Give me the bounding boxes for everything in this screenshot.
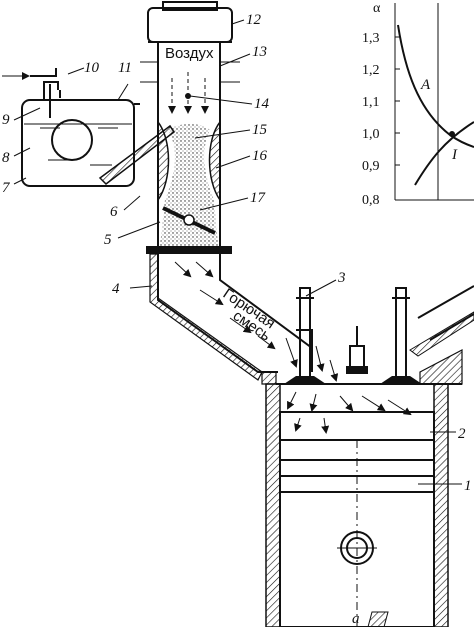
leader-16 xyxy=(215,155,251,169)
leader-9 xyxy=(13,107,41,121)
part-label-5: 5 xyxy=(104,232,112,248)
curve-label-A: A xyxy=(420,77,431,93)
carburetor-tube: Воздух xyxy=(140,42,240,254)
leader-13 xyxy=(219,53,251,67)
float xyxy=(51,119,93,161)
fuel-spray xyxy=(160,124,218,246)
subfigure-label: а xyxy=(352,611,360,627)
part-label-2: 2 xyxy=(458,426,466,442)
part-label-15: 15 xyxy=(252,122,268,138)
air-label: Воздух xyxy=(165,45,214,62)
leader-6 xyxy=(123,195,141,211)
curve-label-I: I xyxy=(451,147,458,163)
tick-label: 1,0 xyxy=(362,127,380,142)
float-chamber-body xyxy=(21,99,135,187)
leader-17 xyxy=(199,197,249,211)
leader-5 xyxy=(117,221,161,239)
fuel-inlet xyxy=(30,68,57,77)
part-label-4: 4 xyxy=(112,281,120,297)
part-labels: 1 2 3 4 5 6 7 8 9 10 11 12 13 14 15 16 1… xyxy=(2,12,472,494)
part-label-9: 9 xyxy=(2,112,10,128)
part-label-16: 16 xyxy=(252,148,268,164)
air-filter-cap xyxy=(147,7,233,43)
cylinder-head xyxy=(261,285,474,385)
exhaust-valve-stem xyxy=(395,287,407,381)
intake-manifold: Горючая смесь xyxy=(149,253,313,381)
part-label-14: 14 xyxy=(254,96,270,112)
curve-I xyxy=(414,121,474,186)
leader-3 xyxy=(305,279,337,297)
part-label-8: 8 xyxy=(2,150,10,166)
leader-4 xyxy=(129,285,153,289)
air-filter xyxy=(147,1,233,43)
part-label-13: 13 xyxy=(252,44,267,60)
leader-10 xyxy=(67,67,85,75)
leader-15 xyxy=(194,129,251,139)
leader-11 xyxy=(117,83,129,101)
float-chamber xyxy=(2,68,176,187)
leader-lines xyxy=(13,19,462,485)
part-label-6: 6 xyxy=(110,204,118,220)
graph-ticks: 1,3 1,2 1,1 1,0 0,9 0,8 xyxy=(362,31,400,208)
leader-7 xyxy=(13,177,27,185)
leader-12 xyxy=(231,19,245,25)
intake-valve-stem xyxy=(299,287,311,381)
graph-axis-label: α xyxy=(373,1,381,16)
leader-8 xyxy=(13,147,31,157)
cylinder xyxy=(265,383,449,627)
tick-label: 1,1 xyxy=(362,95,380,110)
part-label-7: 7 xyxy=(2,180,11,196)
inset-graph: α 1,3 1,2 1,1 1,0 0,9 0,8 A I xyxy=(362,1,474,208)
piston xyxy=(279,411,435,627)
carburetor-flange xyxy=(146,246,232,254)
tick-label: 0,9 xyxy=(362,159,380,174)
diffuser-right-wall xyxy=(208,119,221,203)
fuel-jet xyxy=(98,124,176,185)
part-label-10: 10 xyxy=(84,60,100,76)
curve-A xyxy=(397,24,474,148)
part-label-11: 11 xyxy=(118,60,132,76)
tick-label: 1,3 xyxy=(362,31,380,46)
part-label-12: 12 xyxy=(246,12,262,28)
leader-14 xyxy=(189,95,253,105)
tick-label: 1,2 xyxy=(362,63,380,78)
cylinder-left-wall xyxy=(265,383,281,627)
spark-plug xyxy=(346,326,368,374)
intake-valve-head xyxy=(284,376,326,384)
part-label-3: 3 xyxy=(337,270,346,286)
tick-label: 0,8 xyxy=(362,193,380,208)
curve-intersection-point xyxy=(449,131,455,137)
part-label-17: 17 xyxy=(250,190,267,206)
cylinder-right-wall xyxy=(433,383,449,627)
needle-valve-housing xyxy=(43,81,59,100)
exhaust-valve-head xyxy=(380,376,422,384)
part-label-1: 1 xyxy=(464,478,472,494)
